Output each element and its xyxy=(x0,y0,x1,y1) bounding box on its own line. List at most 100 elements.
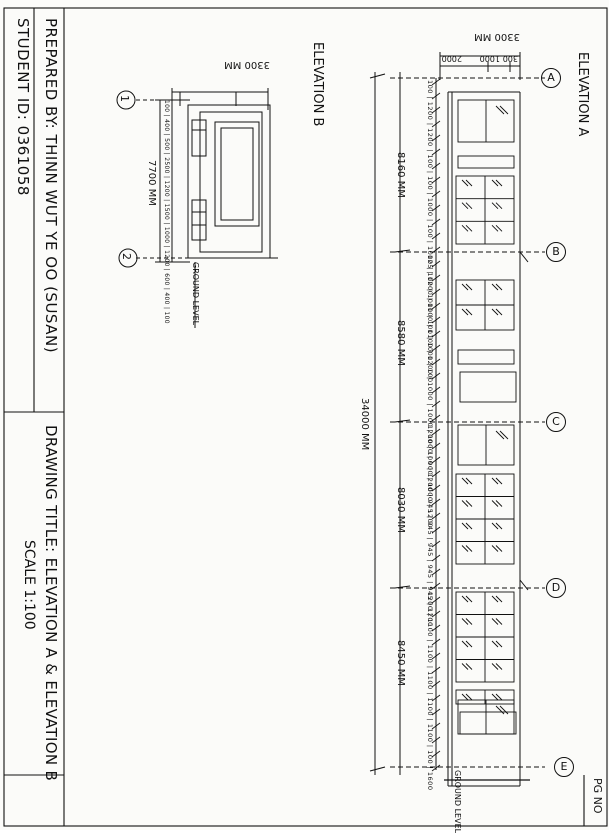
glazing-mark xyxy=(461,225,469,232)
dimension-tick xyxy=(431,750,441,758)
glazing-mark xyxy=(461,545,469,552)
glazing-mark xyxy=(465,618,473,625)
glazing-mark xyxy=(495,595,503,603)
glazing-mark xyxy=(461,522,469,530)
dimension-tick xyxy=(431,330,441,338)
glazing-mark xyxy=(491,283,499,291)
glazing-mark xyxy=(465,477,473,485)
elevation-b-drawing xyxy=(116,88,278,328)
glazing-mark xyxy=(499,430,509,440)
title-block-frame xyxy=(4,8,585,826)
grid-bubble-e: E xyxy=(554,757,574,777)
glazing-mark xyxy=(495,522,503,530)
dimension-tick xyxy=(431,358,441,366)
glazing-mark xyxy=(461,179,469,187)
glazing-mark xyxy=(491,477,499,485)
elevation-a-overall-length: 34000 MM xyxy=(359,398,370,451)
dimension-tick xyxy=(431,176,441,184)
dimension-tick xyxy=(431,456,441,464)
grid-bubble-c: C xyxy=(546,412,566,432)
dimension-tick xyxy=(431,764,441,772)
elevation-a-ground-level: GROUND LEVEL xyxy=(453,770,462,833)
door-5 xyxy=(459,711,517,735)
dimension-tick xyxy=(431,554,441,562)
dimension-tick xyxy=(431,694,441,702)
glazing-mark xyxy=(495,202,503,209)
dimension-tick xyxy=(431,624,441,632)
glazing-mark xyxy=(461,693,469,701)
dimension-tick xyxy=(431,638,441,646)
dimension-tick xyxy=(431,204,441,212)
dimension-tick xyxy=(431,344,441,352)
bay-length-ab: 8160 MM xyxy=(395,152,406,198)
glazing-mark xyxy=(465,225,473,232)
dimension-tick xyxy=(431,372,441,380)
glazing-mark xyxy=(465,179,473,187)
glazing-mark xyxy=(465,308,473,316)
dimension-tick xyxy=(431,386,441,394)
dimension-tick xyxy=(431,246,441,254)
glazing-mark xyxy=(495,430,505,440)
prepared-by-label: PREPARED BY: THINN WUT YE OO (SUSAN) xyxy=(42,18,60,354)
dimension-tick xyxy=(431,582,441,590)
glazing-mark xyxy=(495,693,503,701)
glazing-mark xyxy=(495,500,503,507)
glazing-mark xyxy=(499,105,509,115)
dimension-tick xyxy=(431,148,441,156)
glazing-mark xyxy=(495,179,503,187)
dimension-tick xyxy=(431,736,441,744)
elevation-a-grid-lines xyxy=(390,77,545,768)
glazing-mark xyxy=(499,705,509,715)
dimension-tick xyxy=(431,232,441,240)
glazing-mark xyxy=(461,308,469,316)
glazing-mark xyxy=(495,663,503,670)
dimension-tick xyxy=(431,302,441,310)
glazing-mark xyxy=(465,283,473,291)
dimension-tick xyxy=(431,708,441,716)
glazing-mark xyxy=(495,308,503,316)
glazing-mark xyxy=(461,640,469,648)
elevation-b-dim-chain: 100 | 400 | 500 | 2500 | 1200 | 1500 | 1… xyxy=(163,100,170,324)
elevation-a-sub-dim-1: 2000 xyxy=(441,54,462,63)
elevation-a-height: 3300 MM xyxy=(474,31,520,42)
bay-length-de: 8450 MM xyxy=(395,640,406,686)
glazing-mark xyxy=(495,477,503,485)
vent-strip-1 xyxy=(457,155,515,169)
glazing-mark xyxy=(495,705,505,715)
grid-bubble-d: D xyxy=(546,578,566,598)
glazing-mark xyxy=(465,663,473,670)
glazing-mark xyxy=(465,693,473,701)
grid-bubble-b: B xyxy=(546,242,566,262)
elevation-a-height-dimension xyxy=(439,52,521,80)
dimension-tick xyxy=(431,428,441,436)
dimension-tick xyxy=(431,134,441,142)
glazing-mark xyxy=(491,522,499,530)
grid-1-label: 1 xyxy=(118,95,131,102)
dimension-tick xyxy=(431,610,441,618)
dimension-tick xyxy=(431,568,441,576)
glazing-mark xyxy=(465,500,473,507)
glazing-mark xyxy=(465,202,473,209)
glazing-mark xyxy=(461,283,469,291)
glazing-mark xyxy=(461,500,469,507)
dimension-tick xyxy=(431,78,441,86)
dimension-tick xyxy=(431,512,441,520)
grid-bubble-a: A xyxy=(541,68,561,88)
dimension-tick xyxy=(431,92,441,100)
door-4 xyxy=(459,371,517,403)
glazing-mark xyxy=(495,640,503,648)
glazing-mark xyxy=(491,545,499,552)
glazing-mark xyxy=(465,522,473,530)
dimension-tick xyxy=(431,484,441,492)
glazing-mark xyxy=(461,477,469,485)
bay-length-bc: 8580 MM xyxy=(395,320,406,366)
bay-length-cd: 8030 MM xyxy=(395,487,406,533)
dimension-tick xyxy=(431,652,441,660)
dimension-tick xyxy=(431,400,441,408)
dimension-tick xyxy=(431,218,441,226)
elevation-a-sub-dim-2: 1000 xyxy=(479,54,500,63)
dimension-tick xyxy=(431,190,441,198)
dimension-tick xyxy=(431,722,441,730)
